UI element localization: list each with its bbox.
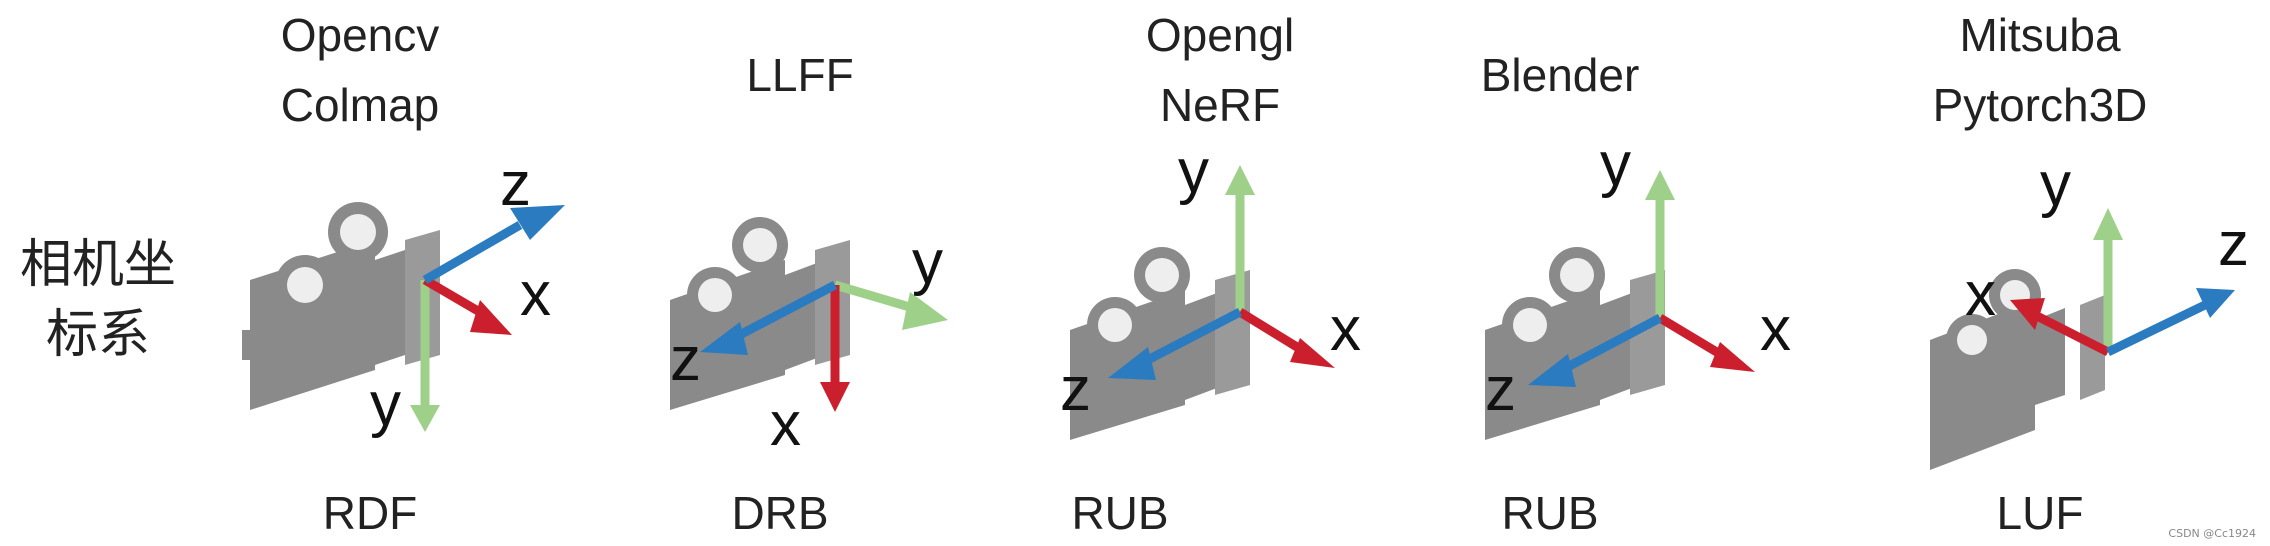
convention-label: LUF <box>1996 487 2084 539</box>
z-axis-label: z <box>1060 355 1091 424</box>
z-axis-arrow <box>2106 288 2235 357</box>
panel-title-line2: Colmap <box>280 79 440 131</box>
z-axis-label: z <box>1485 355 1516 424</box>
panel-title-line1: Opengl <box>1145 9 1295 61</box>
y-axis-arrow <box>1645 170 1675 318</box>
x-axis-label: x <box>1330 295 1361 364</box>
z-axis-arrow <box>700 281 838 355</box>
panel-blender: Blender y <box>1420 0 1840 546</box>
panel-llff: LLFF y z <box>590 0 1010 546</box>
camera-icon <box>1070 247 1250 440</box>
convention-label: RUB <box>1501 487 1599 539</box>
panel-title-line1: Blender <box>1480 49 1640 101</box>
z-axis-label: z <box>500 150 531 219</box>
axes-figure: z x y <box>242 150 565 439</box>
y-axis-label: y <box>1178 137 1209 206</box>
z-axis-label: z <box>2218 210 2249 279</box>
convention-label: RUB <box>1071 487 1169 539</box>
y-axis-arrow <box>2093 208 2123 352</box>
y-axis-arrow <box>833 280 948 330</box>
x-axis-arrow <box>820 285 850 412</box>
axes-figure: y x z <box>1930 150 2249 470</box>
x-axis-arrow <box>422 276 512 335</box>
z-axis-arrow <box>1528 314 1663 387</box>
panel-opencv-colmap: Opencv Colmap <box>150 0 570 546</box>
panel-title-line2: Pytorch3D <box>1932 79 2148 131</box>
z-axis-arrow <box>1108 308 1243 380</box>
x-axis-arrow <box>1657 314 1755 372</box>
panel-title-line2: NeRF <box>1159 79 1281 131</box>
camera-icon <box>670 217 850 410</box>
x-axis-label: x <box>1760 295 1791 364</box>
watermark: CSDN @Cc1924 <box>2168 527 2256 540</box>
axes-figure: y x z <box>1060 137 1361 440</box>
x-axis-label: x <box>520 260 551 329</box>
camera-icon <box>1930 269 2105 470</box>
panel-title-line1: Opencv <box>280 9 440 61</box>
y-axis-label: y <box>370 370 401 439</box>
y-axis-arrow <box>410 280 440 432</box>
z-axis-label: z <box>670 325 701 394</box>
camera-icon <box>242 202 440 410</box>
z-axis-arrow <box>422 205 565 284</box>
x-axis-arrow <box>2010 298 2111 357</box>
row-label: 相机坐 标系 <box>8 230 188 370</box>
row-label-line1: 相机坐 <box>19 235 176 295</box>
row-label-line2: 标系 <box>45 305 150 365</box>
panel-title-line1: LLFF <box>746 49 854 101</box>
x-axis-arrow <box>1237 308 1335 368</box>
axes-figure: y x z <box>1485 130 1791 440</box>
panel-title-line1: Mitsuba <box>1959 9 2121 61</box>
axes-figure: y z x <box>670 217 948 459</box>
y-axis-label: y <box>2040 150 2071 219</box>
y-axis-label: y <box>912 228 943 297</box>
convention-label: RDF <box>322 487 418 539</box>
y-axis-arrow <box>1225 165 1255 312</box>
x-axis-label: x <box>1965 260 1996 329</box>
y-axis-label: y <box>1600 130 1631 199</box>
convention-label: DRB <box>731 487 829 539</box>
panel-mitsuba-pytorch3d: Mitsuba Pytorch3D <box>1850 0 2270 546</box>
panel-opengl-nerf: Opengl NeRF <box>1010 0 1430 546</box>
x-axis-label: x <box>770 390 801 459</box>
